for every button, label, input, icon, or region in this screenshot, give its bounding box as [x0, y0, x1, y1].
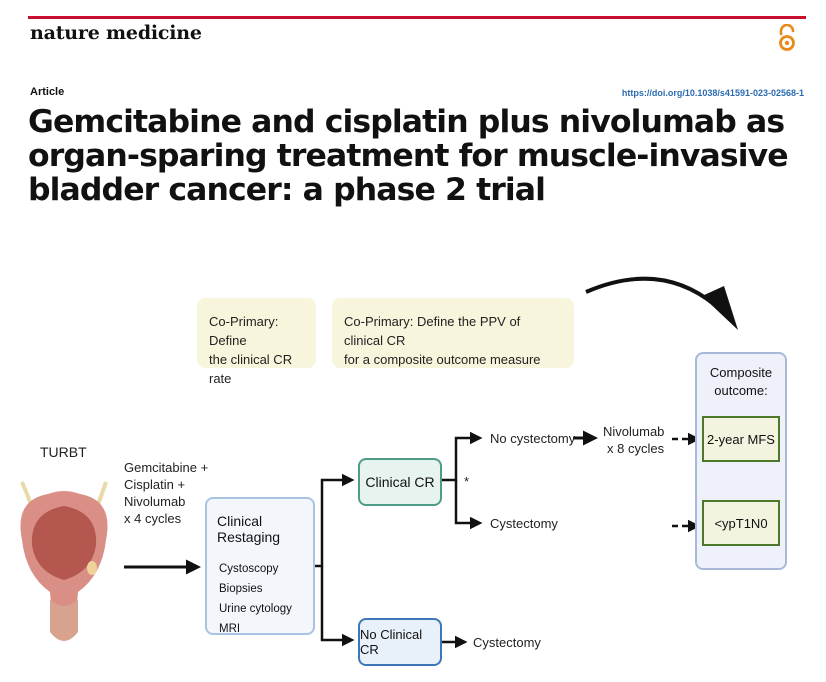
no-clinical-cr-box: No Clinical CR: [358, 618, 442, 666]
cystectomy-label: Cystectomy: [490, 516, 558, 531]
journal-name: nature medicine: [30, 22, 202, 44]
header-rule: [28, 16, 806, 19]
restaging-item: Biopsies: [219, 583, 263, 595]
open-access-icon: [779, 24, 795, 51]
article-label: Article: [30, 86, 65, 98]
coprimary-ppv-note: Co-Primary: Define the PPV of clinical C…: [332, 298, 574, 368]
clinical-cr-box: Clinical CR: [358, 458, 442, 506]
coprimary-cr-rate-note: Co-Primary: Define the clinical CR rate: [197, 298, 316, 386]
asterisk-mark: *: [464, 474, 470, 489]
restaging-item: MRI: [219, 623, 241, 635]
doi-link[interactable]: https://doi.org/10.1038/s41591-023-02568…: [621, 88, 804, 98]
cystectomy-label-2: Cystectomy: [473, 635, 541, 650]
nivolumab-maintenance-label: Nivolumab x 8 cycles: [603, 424, 665, 456]
restaging-item: Urine cytology: [219, 603, 292, 615]
regimen-label: Gemcitabine + Cisplatin + Nivolumab x 4 …: [124, 460, 209, 526]
restaging-item: Cystoscopy: [219, 563, 279, 575]
outcome-yp-t1n0: <ypT1N0: [702, 500, 780, 546]
article-title: Gemcitabine and cisplatin plus nivolumab…: [28, 104, 789, 208]
clinical-restaging-box: Clinical Restaging Cystoscopy Biopsies U…: [205, 497, 315, 635]
no-cystectomy-label: No cystectomy: [490, 431, 576, 446]
bladder-illustration: [20, 481, 108, 641]
outcome-2yr-mfs: 2-year MFS: [702, 416, 780, 462]
turbt-label: TURBT: [40, 444, 87, 460]
